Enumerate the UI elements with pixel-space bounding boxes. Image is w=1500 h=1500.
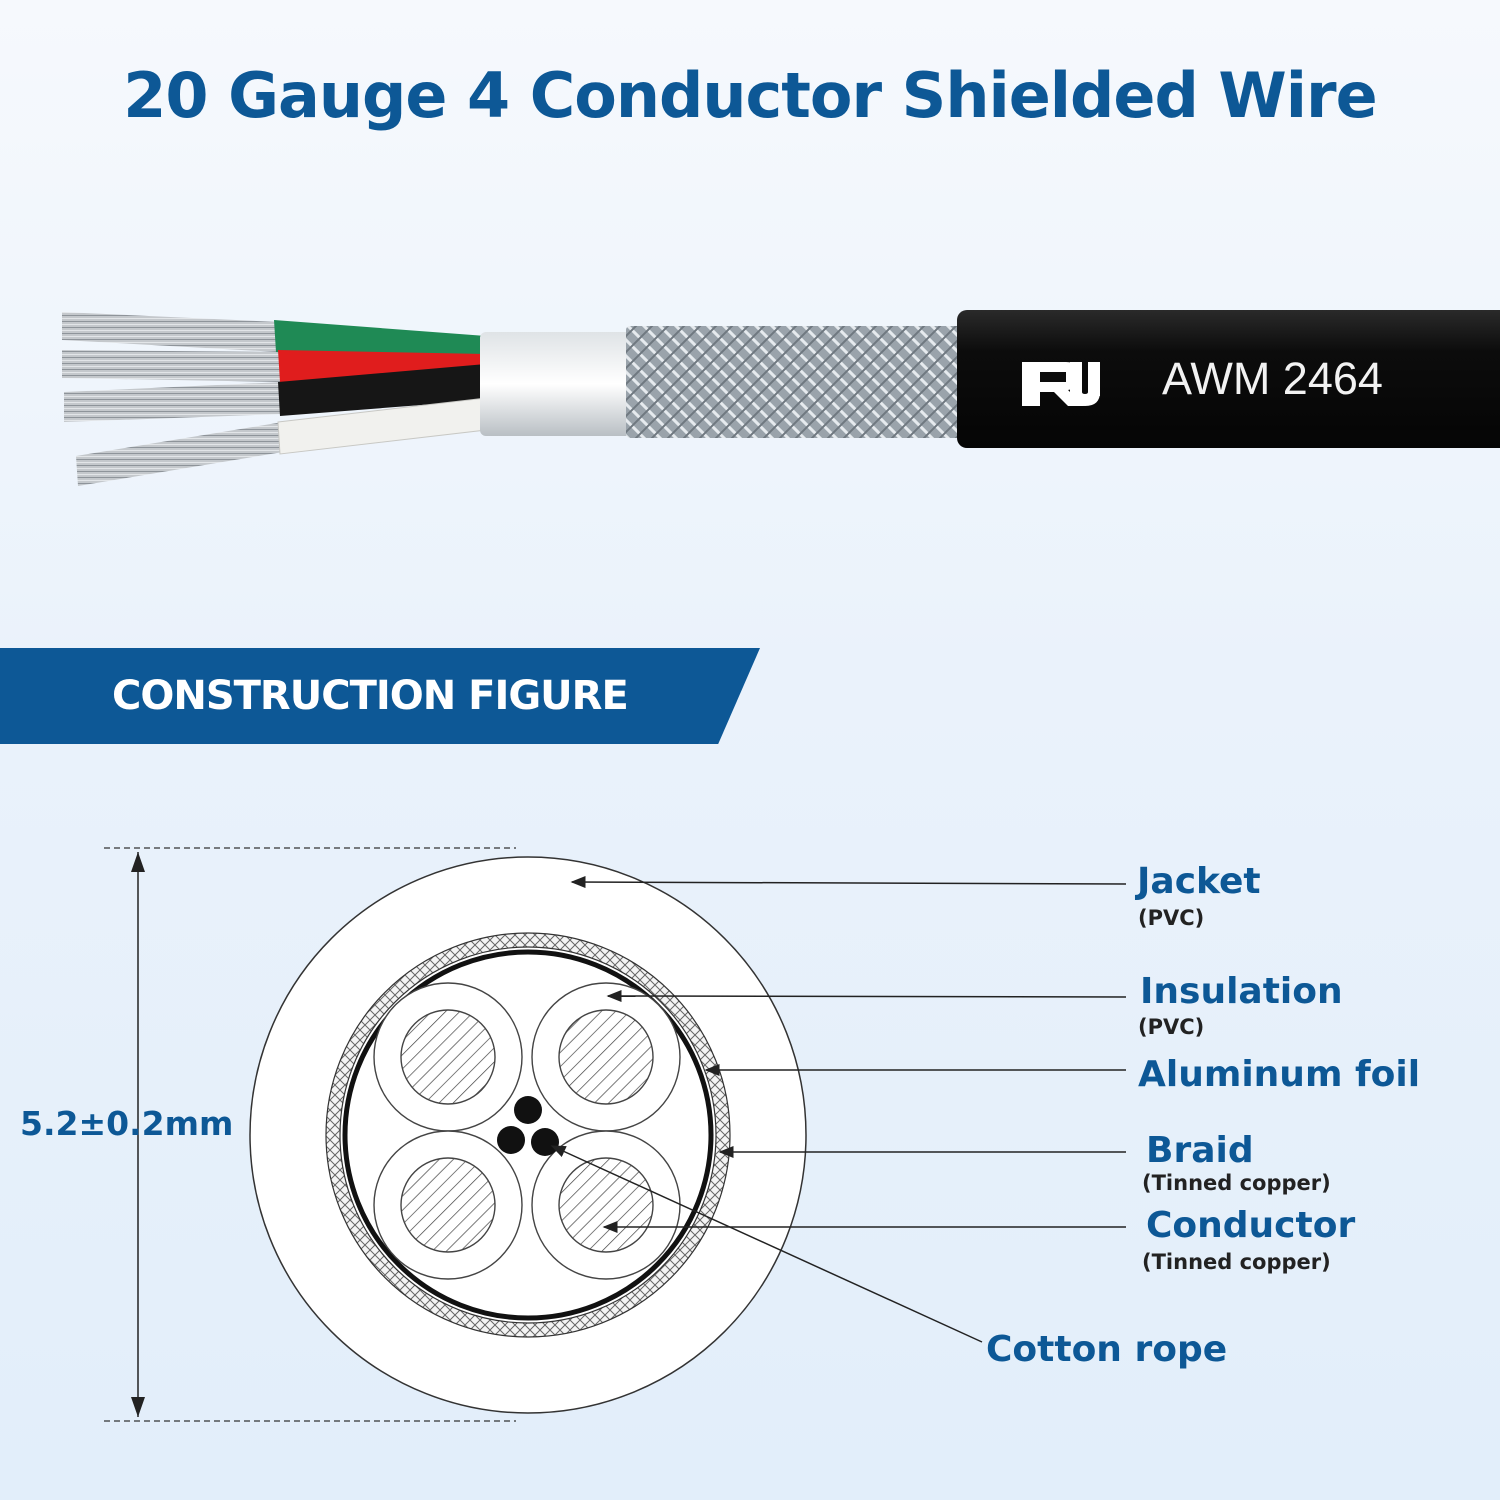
section-banner [0,648,760,744]
conductor-core-2 [558,1009,654,1105]
section-banner-text: CONSTRUCTION FIGURE [112,673,629,719]
label-braid-material: (Tinned copper) [1142,1171,1331,1195]
strand-white-wire [76,422,283,486]
conductor-group [373,982,681,1280]
conductor-core-1 [400,1009,496,1105]
label-insulation-material: (PVC) [1138,1015,1205,1039]
insulated-wires [274,320,487,455]
label-insulation: Insulation [1140,971,1343,1012]
leader-jacket [570,876,1127,889]
label-conductor: Conductor [1146,1205,1356,1246]
label-braid: Braid [1146,1130,1254,1171]
strand-red-wire [62,350,283,382]
leader-cotton-rope [550,1145,983,1343]
cable-illustration: AWM 2464 [62,310,1500,486]
leader-lines [550,876,1127,1343]
strand-green-wire [62,312,278,352]
page-title: 20 Gauge 4 Conductor Shielded Wire [123,59,1377,132]
aluminum-foil-layer [480,332,640,436]
conductor-core-3 [400,1157,496,1253]
bare-strands [62,312,283,486]
label-jacket: Jacket [1137,861,1261,902]
label-conductor-material: (Tinned copper) [1142,1250,1331,1274]
dimension-arrow-bottom [131,1397,145,1417]
dimension-arrow-top [131,852,145,872]
diameter-label: 5.2±0.2mm [20,1104,234,1143]
ur-logo [1022,362,1100,406]
cable-marking-text: AWM 2464 [1162,353,1383,404]
label-jacket-material: (PVC) [1138,906,1205,930]
wire-black [278,364,486,416]
cable-jacket [957,310,1500,448]
label-aluminum-foil: Aluminum foil [1138,1054,1421,1095]
label-cotton-rope: Cotton rope [986,1329,1228,1370]
cross-section-diagram [104,847,1127,1422]
conductor-core-4 [558,1157,654,1253]
strand-black-wire [64,382,283,422]
braid-shield-layer [626,326,966,438]
leader-insulation [606,990,1127,1003]
